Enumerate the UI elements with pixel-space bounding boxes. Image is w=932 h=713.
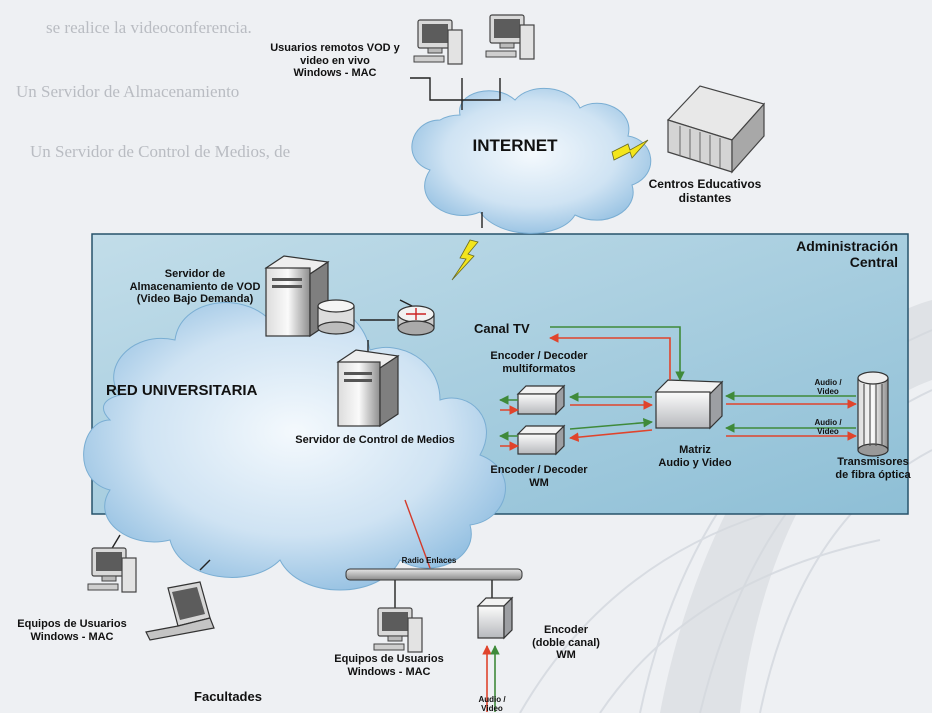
background-text-1: se realice la videoconferencia.	[46, 18, 252, 37]
label-matriz: Matriz Audio y Video	[658, 444, 732, 469]
encoder-multiformat-icon	[517, 385, 565, 415]
label-equipos-center: Equipos de Usuarios Windows - MAC	[334, 653, 444, 678]
control-server-icon	[336, 349, 400, 428]
label-radio-enlaces: Radio Enlaces	[401, 556, 457, 565]
label-equipos-left: Equipos de Usuarios Windows - MAC	[17, 618, 127, 643]
label-facultades: Facultades	[194, 689, 262, 704]
lightning-internet-router	[451, 239, 479, 281]
label-admin: Administración Central	[796, 238, 898, 271]
radio-link-line	[404, 499, 431, 569]
label-encoder-wm: Encoder / Decoder WM	[490, 464, 588, 489]
radio-enlaces-bar	[345, 568, 523, 581]
label-remote-users: Usuarios remotos VOD y video en vivo Win…	[270, 42, 400, 80]
label-vod-server: Servidor de Almacenamiento de VOD (Video…	[129, 268, 261, 306]
label-audio-video-2: Audio / Video	[814, 418, 842, 437]
lightning-internet-centros	[611, 139, 649, 161]
label-centros: Centros Educativos distantes	[648, 177, 762, 205]
storage-disk-icon	[317, 299, 355, 335]
red-cloud	[83, 302, 506, 591]
label-encoder-doble: Encoder (doble canal) WM	[532, 624, 600, 662]
remote-pc-1-icon	[413, 19, 463, 65]
remote-pc-2-icon	[485, 14, 535, 60]
background-text-3: Un Servidor de Control de Medios, de	[30, 142, 291, 161]
label-control-server: Servidor de Control de Medios	[295, 434, 455, 446]
label-encoder-multi: Encoder / Decoder multiformatos	[490, 350, 588, 375]
laptop-icon	[145, 581, 215, 641]
label-canal-tv: Canal TV	[474, 321, 530, 336]
building-icon	[666, 85, 766, 174]
internet-cloud	[411, 87, 652, 234]
label-internet: INTERNET	[472, 136, 558, 155]
matrix-icon	[654, 379, 724, 430]
encoder-doble-canal-icon	[476, 596, 514, 640]
fiber-transmitter-icon	[857, 371, 889, 457]
label-audio-video-bottom: Audio / Video	[478, 695, 506, 713]
label-audio-video-1: Audio / Video	[814, 378, 842, 397]
background-text-2: Un Servidor de Almacenamiento	[16, 82, 240, 101]
encoder-wm-icon	[517, 425, 565, 455]
signal-arrows	[482, 326, 857, 712]
router-icon	[397, 305, 435, 336]
faculty-pc-center-icon	[373, 607, 423, 653]
faculty-pc-left-icon	[87, 547, 137, 593]
label-transmisores: Transmisores de fibra óptica	[835, 456, 911, 481]
label-red: RED UNIVERSITARIA	[106, 382, 258, 399]
